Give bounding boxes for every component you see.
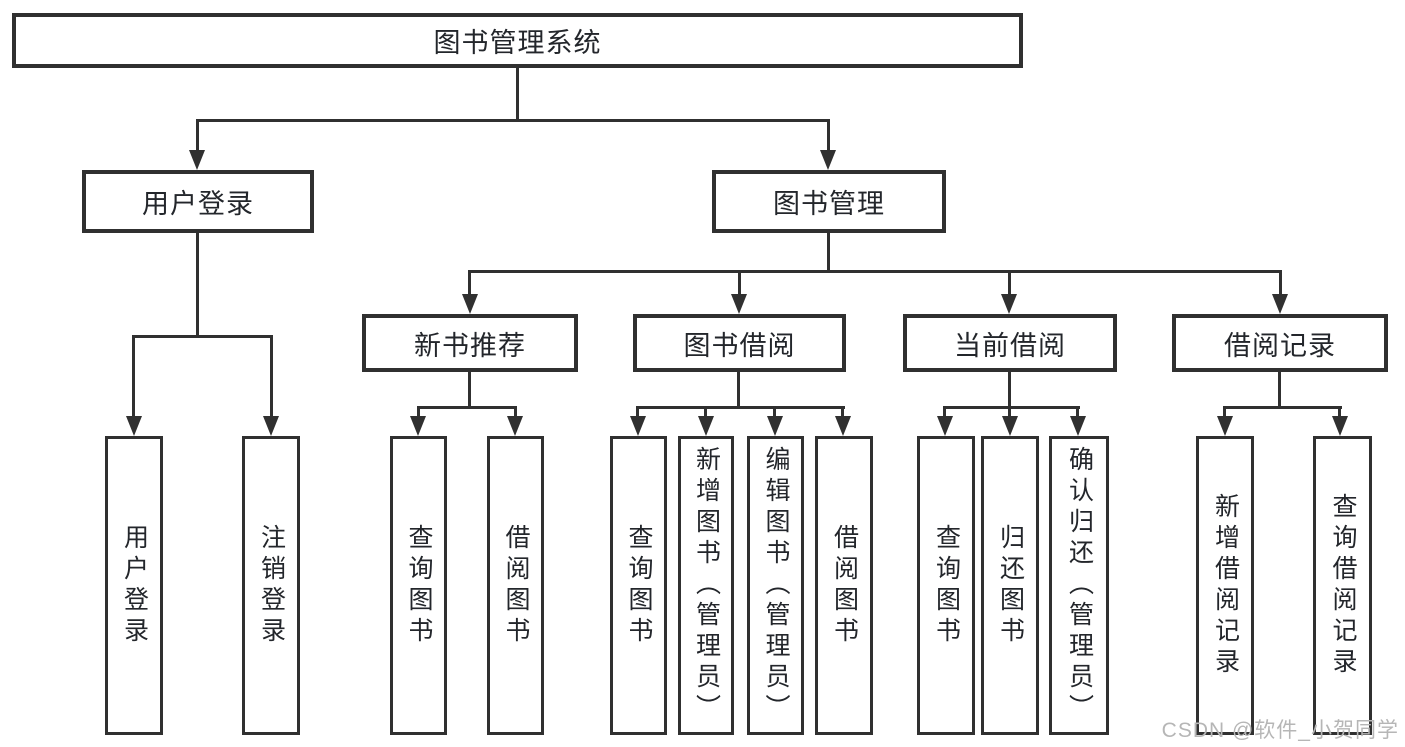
leaf-add-borrow-record: 新增借阅记录 — [1196, 436, 1254, 735]
arrow-down-icon — [1272, 294, 1288, 314]
leaf-edit-books-admin: 编辑图书（管理员） — [747, 436, 804, 735]
connector-bookmgmt-hbar — [469, 270, 1281, 273]
connector-borrowing-drop3 — [773, 406, 776, 420]
arrow-down-icon — [835, 416, 851, 436]
connector-bookmgmt-drop2 — [738, 270, 741, 296]
connector-userlogin-hbar — [132, 335, 273, 338]
connector-newbook-drop2 — [514, 406, 517, 420]
connector-newbook-hbar — [417, 406, 517, 409]
arrow-down-icon — [462, 294, 478, 314]
connector-borrowing-hbar — [637, 406, 845, 409]
leaf-query-books-2: 查询图书 — [610, 436, 667, 735]
connector-root-drop-left — [196, 119, 199, 152]
arrow-down-icon — [1332, 416, 1348, 436]
arrow-down-icon — [263, 416, 279, 436]
arrow-down-icon — [410, 416, 426, 436]
node-book-borrowing: 图书借阅 — [633, 314, 846, 372]
arrow-down-icon — [189, 150, 205, 170]
leaf-logout: 注销登录 — [242, 436, 300, 735]
connector-records-stem — [1278, 372, 1281, 408]
connector-userlogin-drop1 — [132, 335, 135, 418]
arrow-down-icon — [698, 416, 714, 436]
leaf-return-books: 归还图书 — [981, 436, 1039, 735]
arrow-down-icon — [731, 294, 747, 314]
connector-bookmgmt-drop4 — [1279, 270, 1282, 296]
connector-current-drop1 — [943, 406, 946, 420]
connector-records-drop1 — [1223, 406, 1226, 420]
watermark: CSDN @软件_小贺同学 — [1161, 719, 1399, 742]
connector-newbook-stem — [468, 372, 471, 408]
connector-current-hbar — [944, 406, 1080, 409]
connector-userlogin-stem — [196, 233, 199, 337]
connector-records-hbar — [1224, 406, 1342, 409]
connector-borrowing-stem — [737, 372, 740, 408]
leaf-query-books-1: 查询图书 — [390, 436, 447, 735]
arrow-down-icon — [937, 416, 953, 436]
leaf-borrow-books-2: 借阅图书 — [815, 436, 873, 735]
connector-current-stem — [1008, 372, 1011, 408]
connector-borrowing-drop1 — [636, 406, 639, 420]
arrow-down-icon — [767, 416, 783, 436]
arrow-down-icon — [630, 416, 646, 436]
node-root: 图书管理系统 — [12, 13, 1023, 68]
arrow-down-icon — [1070, 416, 1086, 436]
connector-current-drop2 — [1008, 406, 1011, 420]
connector-borrowing-drop2 — [704, 406, 707, 420]
node-new-book-recommend: 新书推荐 — [362, 314, 578, 372]
arrow-down-icon — [1002, 416, 1018, 436]
leaf-confirm-return-admin: 确认归还（管理员） — [1049, 436, 1109, 735]
leaf-borrow-books-1: 借阅图书 — [487, 436, 544, 735]
connector-current-drop3 — [1076, 406, 1079, 420]
connector-bookmgmt-stem — [827, 233, 830, 273]
arrow-down-icon — [1001, 294, 1017, 314]
node-borrowing-records: 借阅记录 — [1172, 314, 1388, 372]
node-book-management: 图书管理 — [712, 170, 946, 233]
connector-root-drop-right — [827, 119, 830, 152]
connector-root-hbar — [196, 119, 830, 122]
node-user-login: 用户登录 — [82, 170, 314, 233]
leaf-query-books-3: 查询图书 — [917, 436, 975, 735]
connector-newbook-drop1 — [417, 406, 420, 420]
node-current-borrowing: 当前借阅 — [903, 314, 1117, 372]
leaf-user-login: 用户登录 — [105, 436, 163, 735]
connector-bookmgmt-drop1 — [468, 270, 471, 296]
connector-userlogin-drop2 — [270, 335, 273, 418]
arrow-down-icon — [820, 150, 836, 170]
connector-borrowing-drop4 — [841, 406, 844, 420]
leaf-add-books-admin: 新增图书（管理员） — [678, 436, 734, 735]
arrow-down-icon — [126, 416, 142, 436]
arrow-down-icon — [1217, 416, 1233, 436]
connector-records-drop2 — [1338, 406, 1341, 420]
leaf-query-borrow-record: 查询借阅记录 — [1313, 436, 1372, 735]
connector-bookmgmt-drop3 — [1008, 270, 1011, 296]
arrow-down-icon — [507, 416, 523, 436]
connector-root-stem — [516, 68, 519, 121]
